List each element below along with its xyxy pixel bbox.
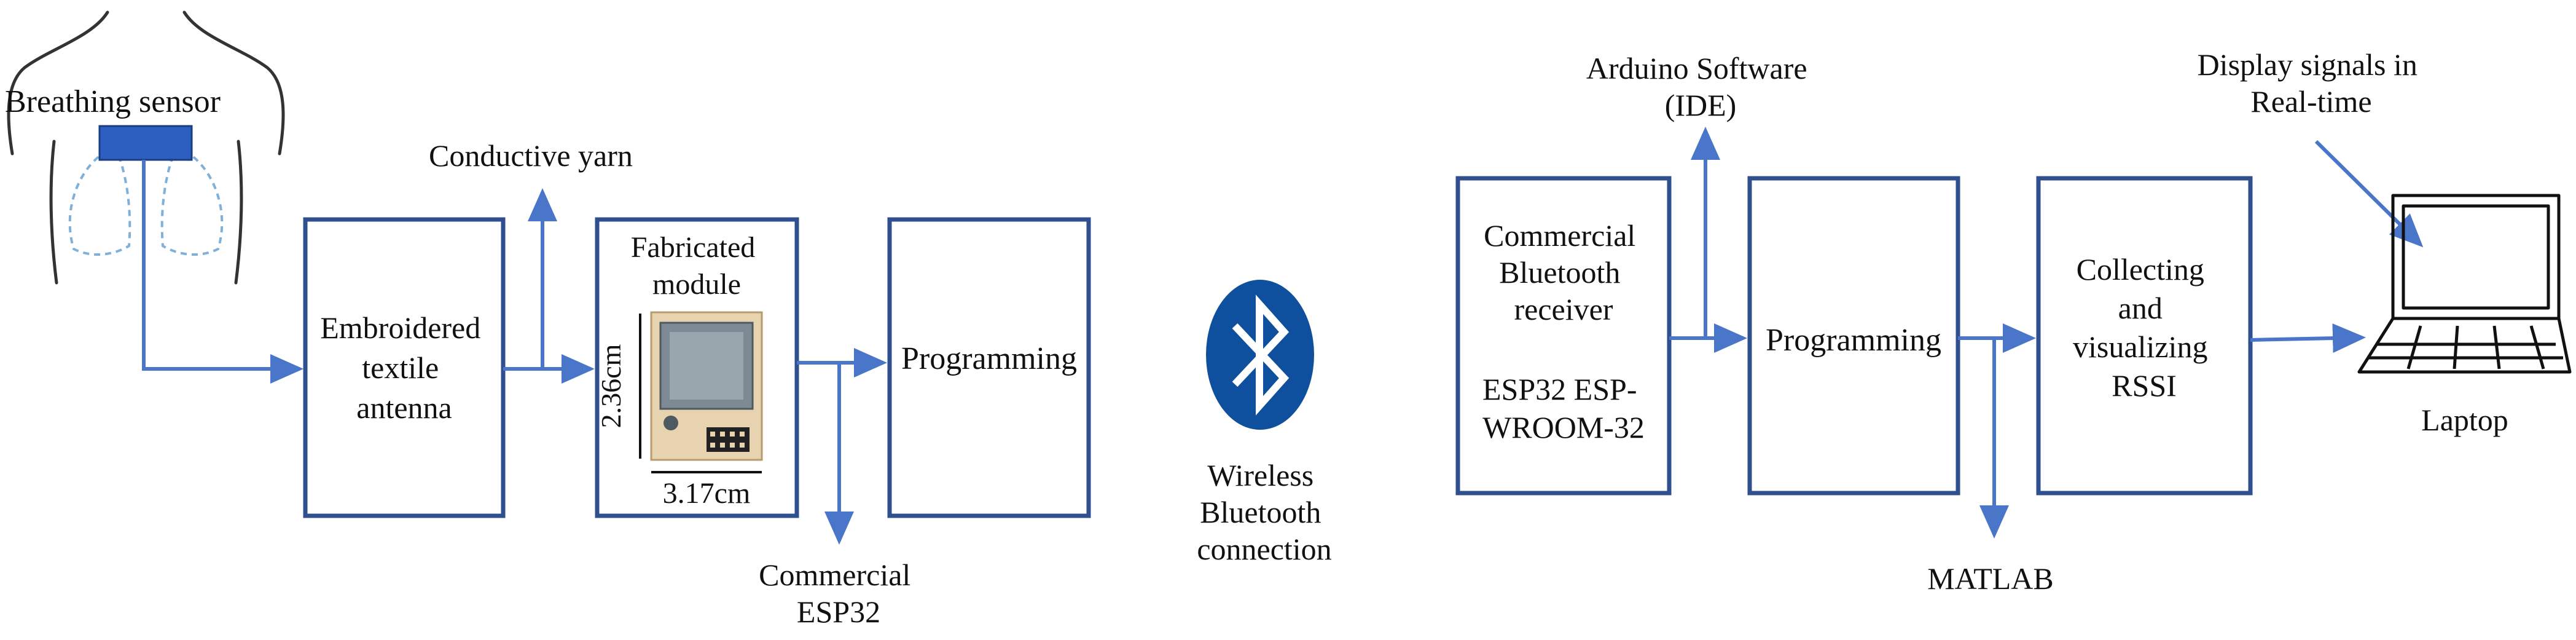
programming-right-label: Programming bbox=[1766, 323, 1941, 358]
module-width-label: 3.17cm bbox=[663, 477, 751, 510]
module-height-label: 2.36cm bbox=[595, 344, 627, 428]
breathing-sensor bbox=[98, 125, 193, 161]
receiver-box-label: Commercial Bluetooth receiver bbox=[1484, 218, 1643, 326]
programming-left-label: Programming bbox=[901, 341, 1077, 376]
torso-left-outline bbox=[7, 10, 109, 156]
torso-illustration bbox=[7, 10, 285, 285]
matlab-label: MATLAB bbox=[1927, 561, 2054, 596]
lung-outline bbox=[68, 149, 224, 256]
display-signals-label: Display signals in Real-time bbox=[2198, 47, 2425, 119]
rssi-box-label: Collecting and visualizing RSSI bbox=[2073, 252, 2215, 403]
antenna-box-label: Embroidered textile antenna bbox=[320, 310, 488, 425]
laptop-icon bbox=[2357, 194, 2572, 374]
receiver-box bbox=[1455, 176, 1672, 496]
rssi-to-laptop-arrow bbox=[2250, 323, 2366, 354]
arduino-software-label: Arduino Software (IDE) bbox=[1586, 51, 1815, 122]
torso-left-armline bbox=[49, 140, 58, 285]
receiver-model-label: ESP32 ESP- WROOM-32 bbox=[1482, 372, 1645, 444]
torso-right-outline bbox=[182, 10, 285, 156]
programming-box-right bbox=[1747, 176, 1960, 496]
sensor-to-antenna-arrow bbox=[142, 160, 303, 384]
programming-box-left bbox=[887, 217, 1091, 518]
torso-right-armline bbox=[234, 140, 243, 285]
module-title: Fabricated module bbox=[631, 231, 763, 301]
conductive-yarn-label: Conductive yarn bbox=[429, 138, 633, 173]
rssi-box bbox=[2036, 176, 2253, 496]
bluetooth-icon bbox=[1206, 280, 1314, 430]
module-box bbox=[595, 217, 799, 518]
breathing-sensor-label: Breathing sensor bbox=[5, 84, 221, 119]
commercial-esp32-label: Commercial ESP32 bbox=[759, 558, 918, 629]
module-photo bbox=[650, 311, 763, 461]
laptop-label: Laptop bbox=[2421, 403, 2508, 437]
wireless-bluetooth-label: Wireless Bluetooth connection bbox=[1197, 458, 1331, 566]
